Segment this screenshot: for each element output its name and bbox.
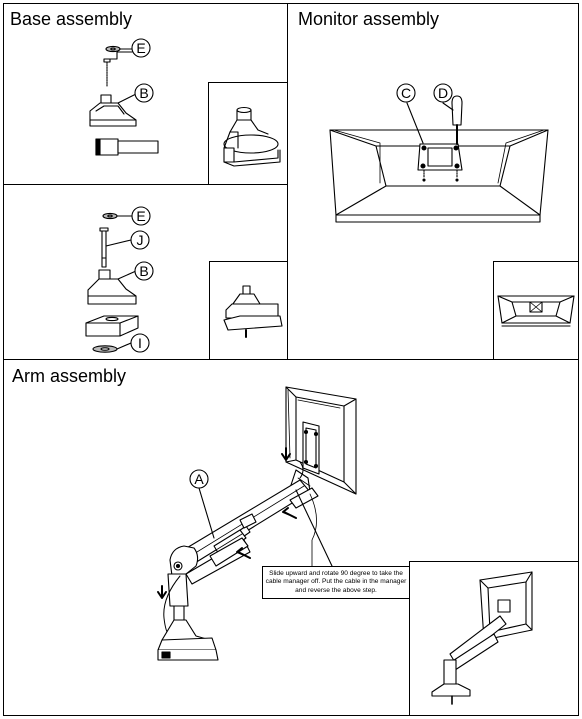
callout-e-circle [131, 38, 151, 58]
base2-washer-i-drawing [92, 342, 132, 353]
vesa-plate-drawing [406, 102, 463, 182]
arm-leader-lines-drawing [198, 487, 333, 567]
callout-d-circle [433, 83, 453, 103]
callout-i-circle [130, 333, 150, 353]
callout-j-label: J [137, 232, 144, 248]
monitor-inset-drawing [497, 295, 575, 327]
callout-d-label: D [438, 85, 448, 101]
callout-c-circle [396, 83, 416, 103]
screwdriver-drawing [442, 95, 463, 145]
arm-cable-manager-drawing [209, 487, 319, 567]
arm-assembly-title: Arm assembly [12, 366, 127, 386]
base-assembly-title: Base assembly [10, 9, 133, 29]
callout-e2-label: E [136, 208, 145, 224]
callout-e2-circle [131, 206, 151, 226]
callout-c-label: C [401, 85, 411, 101]
cable-manager-note: Slide upward and rotate 90 degree to tak… [262, 566, 410, 600]
arm-monitor-drawing [285, 386, 357, 495]
base2-post-b-drawing [87, 269, 137, 305]
base2-bolt-j-drawing [99, 227, 132, 268]
base-inset-drawing [223, 106, 281, 167]
base2-washer-e-drawing [102, 212, 133, 220]
callout-b-circle [134, 83, 154, 103]
callout-a-label: A [194, 471, 204, 487]
callout-b2-label: B [139, 263, 148, 279]
callout-b-label: B [139, 85, 148, 101]
base-inset-box [208, 82, 288, 185]
callout-j-circle [130, 230, 150, 250]
base-post-b-drawing [89, 93, 137, 127]
base2-spacer-block-drawing [85, 315, 139, 337]
base-washer-e-drawing [105, 45, 133, 53]
callout-a-circle [189, 469, 209, 489]
callout-e-label: E [136, 40, 145, 56]
callout-b2-circle [134, 261, 154, 281]
arm-inset-drawing [431, 571, 533, 705]
arm-arrows-drawing [157, 447, 297, 599]
base-clamp-plate-drawing [95, 138, 159, 156]
arm-base-drawing [157, 605, 219, 661]
monitor-assembly-title: Monitor assembly [298, 9, 440, 29]
callout-i-label: I [138, 335, 142, 351]
base-bolt-drawing [103, 51, 133, 87]
base2-inset-drawing [223, 285, 283, 338]
